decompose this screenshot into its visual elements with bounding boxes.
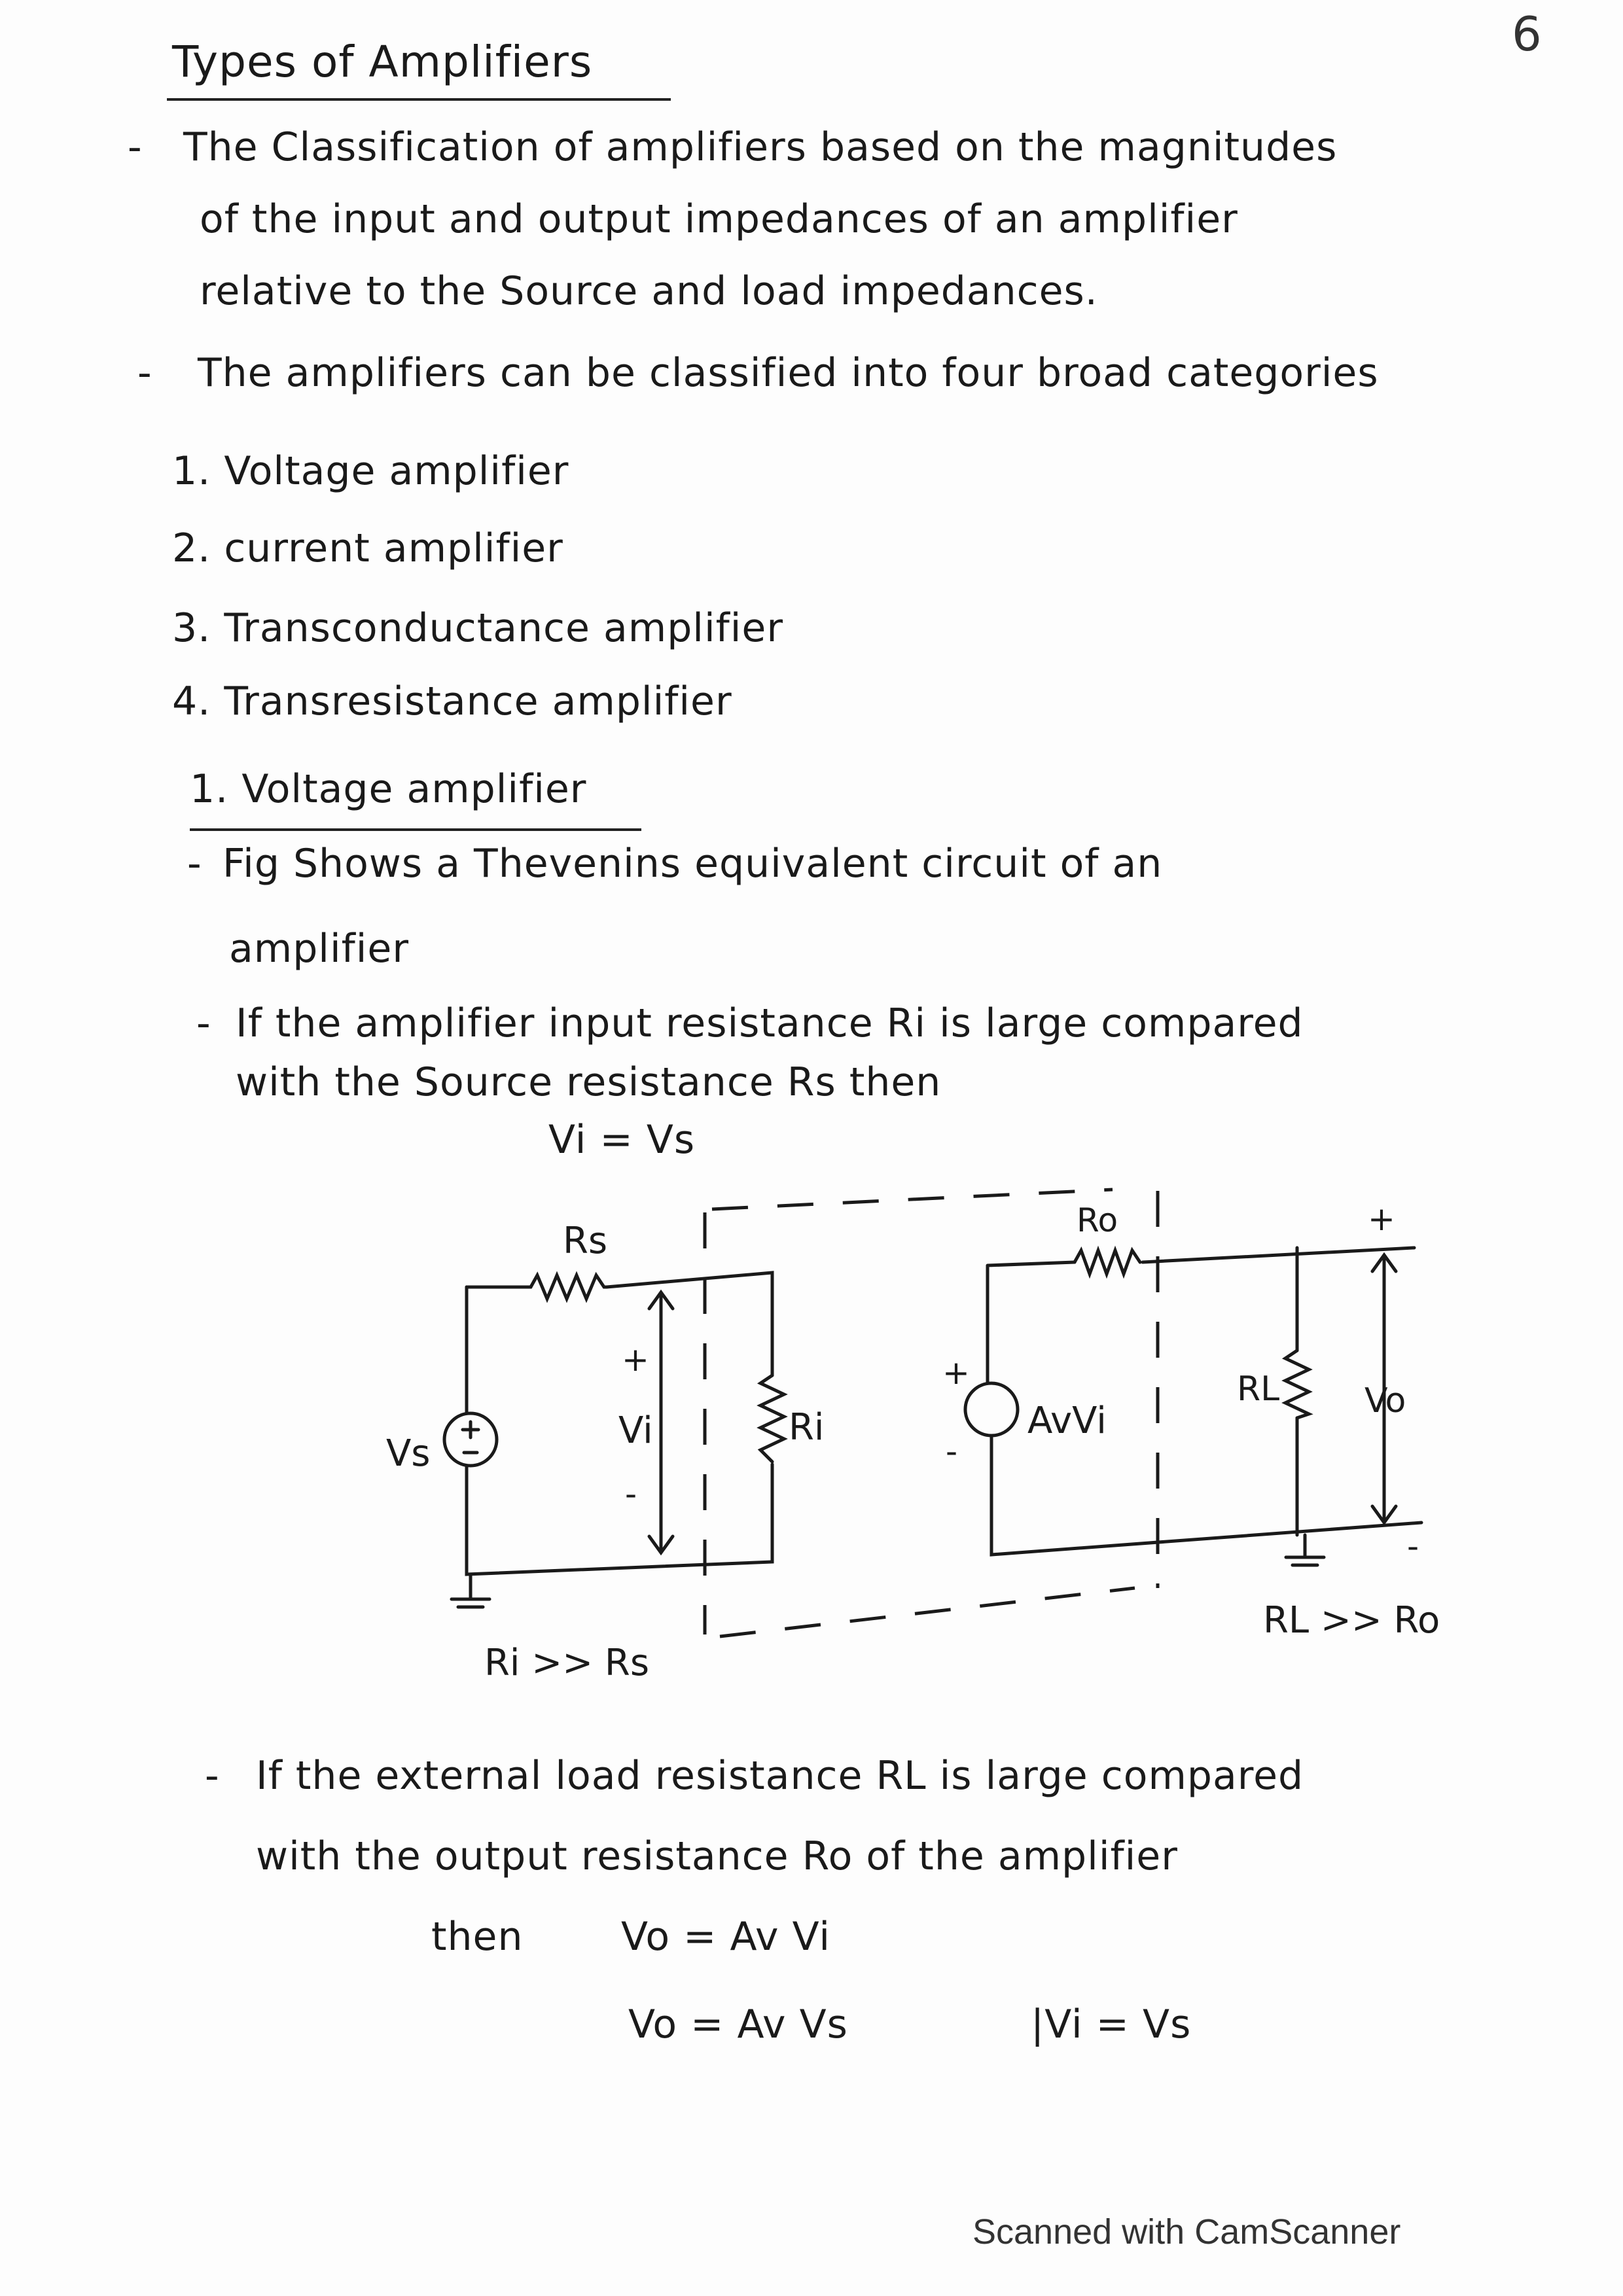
avvi-label: AvVi (1027, 1400, 1107, 1442)
bullet-dash: - (187, 841, 202, 887)
intro-line: The amplifiers can be classified into fo… (198, 350, 1379, 396)
conclusion-line: with the output resistance Ro of the amp… (256, 1833, 1178, 1879)
ri-resistor (757, 1373, 788, 1464)
condition-right: RL >> Ro (1263, 1599, 1440, 1642)
bullet-dash: - (205, 1753, 220, 1799)
intro-line: relative to the Source and load impedanc… (200, 268, 1098, 314)
bullet-dash: - (128, 124, 143, 170)
equation: |Vi = Vs (1031, 2002, 1192, 2047)
source-minus: - (946, 1432, 957, 1470)
voltage-source-icon (442, 1411, 499, 1468)
input-circuit: Rs Vs + - Vi Ri Ri >> Rs (386, 1220, 824, 1684)
then-label: then (431, 1914, 524, 1960)
ground-icon (450, 1572, 491, 1609)
category-item: 3. Transconductance amplifier (172, 605, 784, 651)
ro-label: Ro (1077, 1201, 1118, 1239)
condition-left: Ri >> Rs (484, 1642, 649, 1684)
bullet-dash: - (137, 350, 152, 396)
vo-arrow (1370, 1252, 1398, 1526)
vi-minus: - (625, 1475, 637, 1513)
section-line: amplifier (229, 926, 410, 972)
source-plus: + (942, 1354, 970, 1392)
section-line: with the Source resistance Rs then (236, 1059, 942, 1105)
equation: Vi = Vs (548, 1117, 696, 1163)
equation: Vo = Av Vs (628, 2002, 848, 2047)
title-underline (167, 98, 671, 101)
vi-plus: + (622, 1341, 649, 1379)
amplifier-boundary (703, 1188, 1160, 1638)
vi-label: Vi (618, 1409, 653, 1452)
output-circuit: + - + - Ro AvVi RL Vo RL >> Ro (942, 1200, 1440, 1642)
intro-line: of the input and output impedances of an… (200, 196, 1238, 242)
vo-plus: + (1368, 1200, 1395, 1238)
ri-label: Ri (789, 1406, 824, 1449)
vs-label: Vs (386, 1432, 430, 1475)
page-title: Types of Amplifiers (172, 37, 593, 87)
vo-label: Vo (1364, 1381, 1406, 1421)
conclusion-line: If the external load resistance RL is la… (256, 1753, 1304, 1799)
category-item: 1. Voltage amplifier (172, 448, 569, 494)
section-line: If the amplifier input resistance Ri is … (236, 1000, 1304, 1046)
section-underline (190, 828, 641, 831)
intro-line: The Classification of amplifiers based o… (183, 124, 1338, 170)
bullet-dash: - (196, 1000, 211, 1046)
dependent-source-icon (963, 1381, 1020, 1438)
category-item: 4. Transresistance amplifier (172, 679, 732, 724)
page-number: 6 (1512, 7, 1542, 62)
source-plus-icon (461, 1420, 480, 1439)
camscanner-watermark: Scanned with CamScanner (972, 2212, 1401, 2252)
vo-minus: - (1407, 1527, 1419, 1565)
rs-resistor (465, 1271, 609, 1303)
rl-resistor (1281, 1349, 1313, 1420)
equation: Vo = Av Vi (621, 1914, 831, 1960)
section-line: Fig Shows a Thevenins equivalent circuit… (223, 841, 1163, 887)
section-heading: 1. Voltage amplifier (190, 766, 587, 812)
rs-label: Rs (563, 1220, 607, 1262)
category-item: 2. current amplifier (172, 525, 563, 571)
ro-resistor (1073, 1245, 1142, 1279)
vi-arrow (647, 1289, 675, 1556)
ground-icon (1284, 1533, 1326, 1567)
rl-label: RL (1237, 1369, 1279, 1409)
